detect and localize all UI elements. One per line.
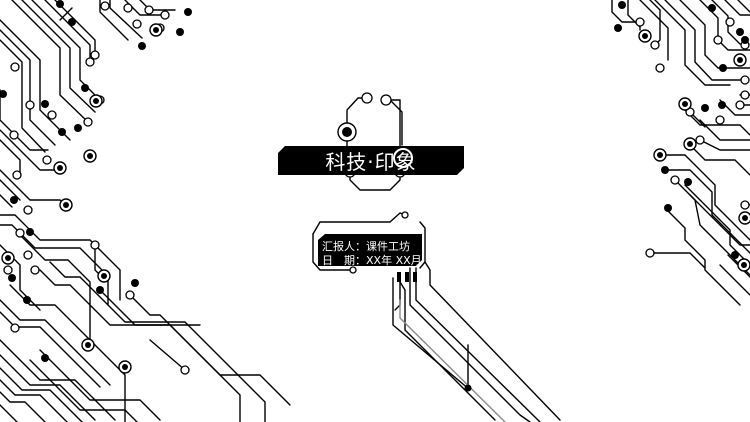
circuit-right-middle	[649, 94, 750, 306]
ringed-pads	[1, 23, 750, 374]
reporter-line: 汇报人：课件工坊	[322, 240, 410, 253]
hollow-pads	[3, 1, 750, 375]
info-box	[318, 234, 422, 266]
title-bar	[278, 146, 464, 175]
title-overlap-pad	[393, 148, 413, 168]
circuit-left-middle	[0, 169, 291, 422]
emblem-outline	[346, 97, 403, 191]
slide-title: 科技·印象	[325, 149, 417, 174]
solid-pads	[0, 0, 749, 392]
circuit-top-right	[611, 0, 750, 86]
date-line: 日 期：XX年 XX月	[322, 254, 422, 267]
